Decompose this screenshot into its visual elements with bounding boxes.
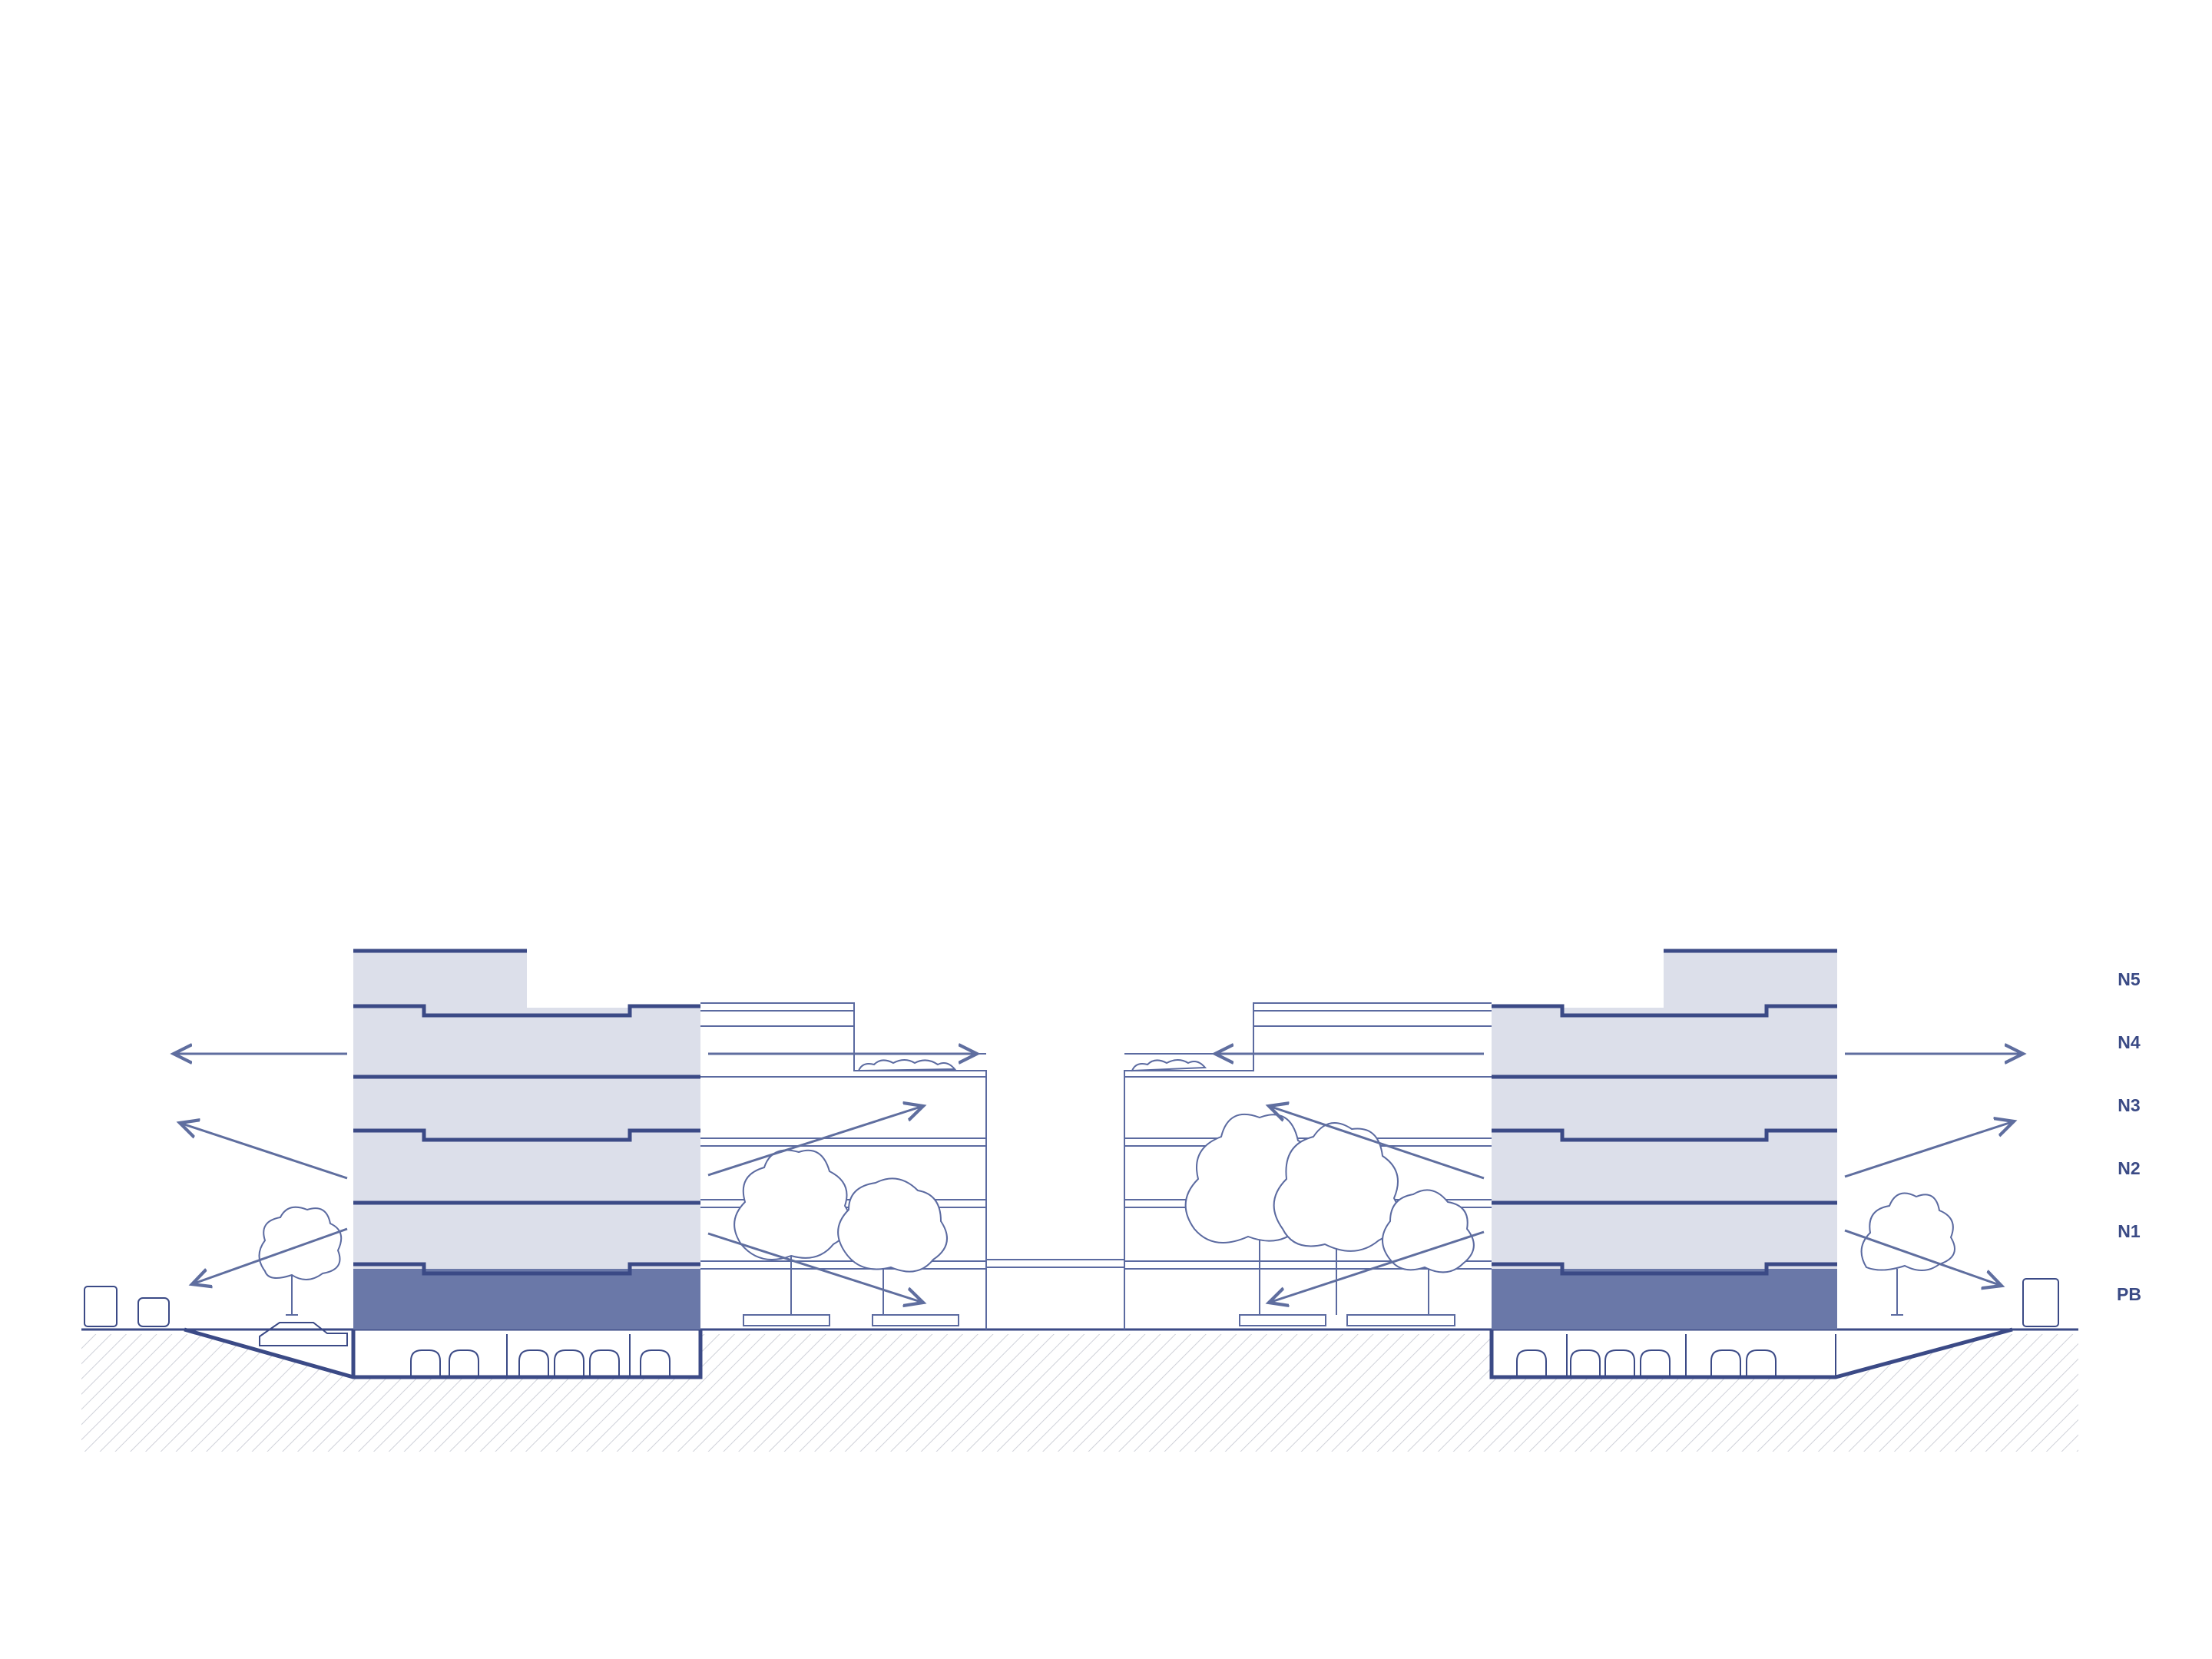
car-icon [640, 1349, 671, 1376]
street-vehicles [84, 1278, 2059, 1327]
arrow-icon [180, 1123, 348, 1180]
arrow-icon [192, 1227, 348, 1284]
car-icon [518, 1349, 549, 1376]
level-label-n4: N4 [2118, 1032, 2141, 1052]
ventilation-arrows [174, 1054, 2023, 1303]
car-icon [137, 1297, 170, 1327]
tree-icon [1273, 1122, 1400, 1315]
car-icon [589, 1349, 620, 1376]
outline-building-left [700, 1002, 987, 1330]
level-label-n3: N3 [2118, 1095, 2140, 1115]
basement-right [1489, 1327, 2013, 1379]
car-icon [1746, 1349, 1777, 1376]
tree-icon [1382, 1189, 1475, 1315]
arrow-icon [707, 1106, 923, 1177]
arrow-icon [1844, 1229, 2002, 1286]
truck-icon [2022, 1278, 2059, 1327]
car-icon [1640, 1349, 1671, 1376]
car-icon [554, 1349, 584, 1376]
building-right [1492, 949, 1837, 1330]
tree-icon [258, 1206, 343, 1316]
car-icon [1604, 1349, 1635, 1376]
level-labels: N5 N4 N3 N2 N1 PB [2117, 969, 2141, 1304]
level-label-n5: N5 [2118, 969, 2141, 989]
trees [258, 1114, 1955, 1316]
tree-icon [733, 1149, 852, 1315]
tree-icon [1860, 1192, 1955, 1316]
level-label-n1: N1 [2118, 1221, 2141, 1241]
truck-icon [84, 1286, 118, 1327]
parked-cars [259, 1322, 1777, 1376]
car-icon [410, 1349, 441, 1376]
arrow-icon [1269, 1106, 1485, 1180]
car-icon [259, 1322, 348, 1346]
car-icon [1570, 1349, 1601, 1376]
building-left [351, 949, 703, 1377]
level-label-n2: N2 [2118, 1158, 2140, 1178]
arrow-icon [707, 1232, 923, 1303]
car-icon [1516, 1349, 1547, 1376]
connecting-bridge [986, 1259, 1124, 1268]
level-label-pb: PB [2117, 1284, 2141, 1304]
tree-icon [837, 1177, 948, 1315]
car-icon [449, 1349, 479, 1376]
arrow-icon [1844, 1121, 2014, 1178]
roof-shrubs [857, 1059, 1207, 1072]
arrow-icon [1269, 1230, 1485, 1303]
car-icon [1710, 1349, 1741, 1376]
